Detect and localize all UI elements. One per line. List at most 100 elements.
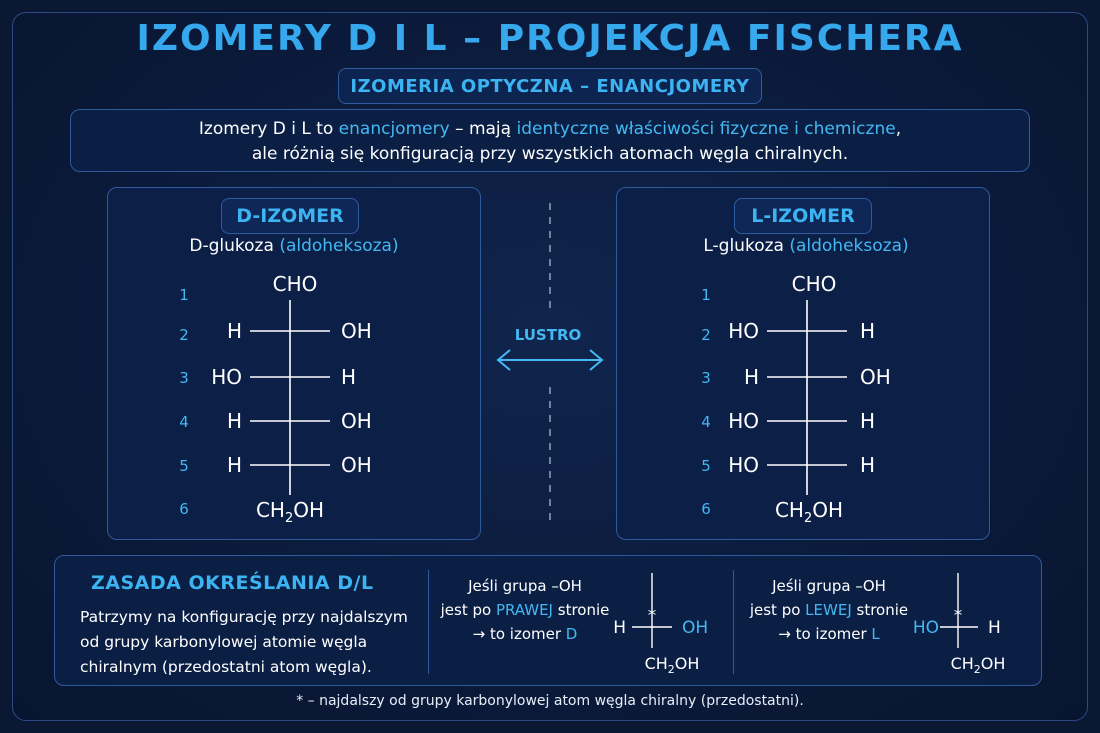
- d-left-substituent: H: [227, 319, 242, 343]
- d-bottom-subscript: 2: [285, 511, 293, 525]
- intro-highlight-enantiomers: enancjomery: [338, 119, 450, 139]
- l-right-substituent: OH: [860, 365, 891, 389]
- l-top-group: CHO: [792, 272, 837, 296]
- case-d-line-1: Jeśli grupa –OH: [468, 577, 582, 595]
- case-d-right: OH: [682, 618, 708, 638]
- d-right-substituent: OH: [341, 409, 372, 433]
- rule-divider: [733, 570, 734, 674]
- l-bottom-ch: CH: [775, 498, 804, 522]
- l-right-substituent: H: [860, 319, 875, 343]
- double-arrow-icon: [496, 349, 604, 371]
- d-compound-note: (aldoheksoza): [279, 236, 399, 256]
- case-l-bottom-sub: 2: [974, 663, 981, 676]
- l-compound-note: (aldoheksoza): [789, 236, 909, 256]
- rule-box: [54, 555, 1042, 686]
- d-bottom-oh: OH: [293, 498, 324, 522]
- case-d-star: *: [648, 606, 657, 626]
- d-bottom-ch: CH: [256, 498, 285, 522]
- d-left-substituent: H: [227, 409, 242, 433]
- l-carbon-number: 4: [701, 413, 711, 431]
- case-d-bottom: CH2OH: [645, 654, 700, 676]
- case-l-left-highlight: LEWEJ: [805, 601, 852, 619]
- d-carbon-number: 2: [179, 326, 189, 344]
- intro-line-1: Izomery D i L to enancjomery – mają iden…: [71, 117, 1029, 142]
- intro-box: Izomery D i L to enancjomery – mają iden…: [70, 109, 1030, 172]
- rule-title: ZASADA OKREŚLANIA D/L: [91, 572, 374, 594]
- l-compound-name: L-glukoza (aldoheksoza): [619, 236, 993, 256]
- case-l-left: HO: [913, 618, 939, 638]
- case-d-line-3: → to izomer D: [425, 622, 625, 646]
- d-isomer-label-text: D-IZOMER: [236, 205, 344, 227]
- case-d-left: H: [613, 618, 626, 638]
- intro-text: – mają: [449, 119, 517, 139]
- d-carbon-number: 4: [179, 413, 189, 431]
- l-bottom-subscript: 2: [804, 511, 812, 525]
- case-l-text: Jeśli grupa –OH jest po LEWEJ stronie → …: [729, 574, 929, 646]
- d-carbon-number: 1: [179, 286, 189, 304]
- l-isomer-panel: [616, 187, 990, 540]
- case-d-mini-projection: * H OH CH2OH: [613, 573, 708, 676]
- l-right-substituent: H: [860, 453, 875, 477]
- l-left-substituent: H: [744, 365, 759, 389]
- d-carbon-number: 3: [179, 369, 189, 387]
- intro-text: Izomery D i L to: [198, 119, 339, 139]
- l-fischer-projection: 1 2 3 4 5 6 CHO HO H H OH HO H HO H CH2O…: [701, 272, 891, 525]
- case-l-bottom-ch: CH: [951, 654, 974, 673]
- case-l-right: H: [988, 618, 1001, 638]
- d-isomer-label: D-IZOMER: [221, 198, 359, 234]
- case-l-line-2: jest po LEWEJ stronie: [729, 598, 929, 622]
- l-carbon-number: 3: [701, 369, 711, 387]
- page-title: IZOMERY D I L – PROJEKCJA FISCHERA: [136, 18, 964, 59]
- l-carbon-number: 2: [701, 326, 711, 344]
- case-d-text-part: jest po: [440, 601, 496, 619]
- mirror-divider: LUSTRO: [496, 203, 604, 525]
- case-l-bottom-oh: OH: [981, 654, 1006, 673]
- case-d-bottom-ch: CH: [645, 654, 668, 673]
- d-right-substituent: H: [341, 365, 356, 389]
- case-d-isomer-highlight: D: [565, 625, 578, 643]
- l-carbon-number: 1: [701, 286, 711, 304]
- l-bottom-group: CH2OH: [775, 498, 843, 525]
- case-d-right-highlight: PRAWEJ: [495, 601, 553, 619]
- rule-text: Patrzymy na konfigurację przy najdalszym…: [80, 608, 408, 676]
- l-left-substituent: HO: [728, 319, 759, 343]
- d-carbon-number: 5: [179, 457, 189, 475]
- d-carbon-number: 6: [179, 500, 189, 518]
- case-d-bottom-oh: OH: [675, 654, 700, 673]
- case-l-text-part: jest po: [749, 601, 806, 619]
- case-l-star: *: [954, 606, 963, 626]
- intro-highlight-properties: identyczne właściwości fizyczne i chemic…: [516, 119, 896, 139]
- case-l-line-3: → to izomer L: [729, 622, 929, 646]
- d-left-substituent: H: [227, 453, 242, 477]
- d-compound-name: D-glukoza (aldoheksoza): [107, 236, 481, 256]
- case-d-text: Jeśli grupa –OH jest po PRAWEJ stronie →…: [425, 574, 625, 646]
- d-isomer-panel: [107, 187, 481, 540]
- l-isomer-label: L-IZOMER: [734, 198, 872, 234]
- case-d-bottom-sub: 2: [668, 663, 675, 676]
- d-right-substituent: OH: [341, 453, 372, 477]
- case-d-text-part: stronie: [552, 601, 610, 619]
- l-right-substituent: H: [860, 409, 875, 433]
- intro-text: ,: [895, 119, 902, 139]
- d-compound-text: D-glukoza: [189, 236, 280, 256]
- case-l-line-1: Jeśli grupa –OH: [772, 577, 886, 595]
- l-bottom-oh: OH: [812, 498, 843, 522]
- intro-line-2: ale różnią się konfiguracją przy wszystk…: [251, 144, 849, 164]
- l-left-substituent: HO: [728, 409, 759, 433]
- case-l-bottom: CH2OH: [951, 654, 1006, 676]
- case-l-mini-projection: * HO H CH2OH: [913, 573, 1006, 676]
- l-isomer-label-text: L-IZOMER: [751, 205, 855, 227]
- rule-divider: [428, 570, 429, 674]
- d-right-substituent: OH: [341, 319, 372, 343]
- case-d-line-2: jest po PRAWEJ stronie: [425, 598, 625, 622]
- case-l-isomer-highlight: L: [871, 625, 880, 643]
- l-carbon-number: 6: [701, 500, 711, 518]
- subtitle-text: IZOMERIA OPTYCZNA – ENANCJOMERY: [350, 75, 750, 97]
- case-d-text-part: → to izomer: [472, 625, 566, 643]
- mirror-label: LUSTRO: [515, 326, 582, 344]
- l-left-substituent: HO: [728, 453, 759, 477]
- case-l-text-part: stronie: [851, 601, 909, 619]
- d-bottom-group: CH2OH: [256, 498, 324, 525]
- subtitle-badge: IZOMERIA OPTYCZNA – ENANCJOMERY: [338, 68, 762, 104]
- d-left-substituent: HO: [211, 365, 242, 389]
